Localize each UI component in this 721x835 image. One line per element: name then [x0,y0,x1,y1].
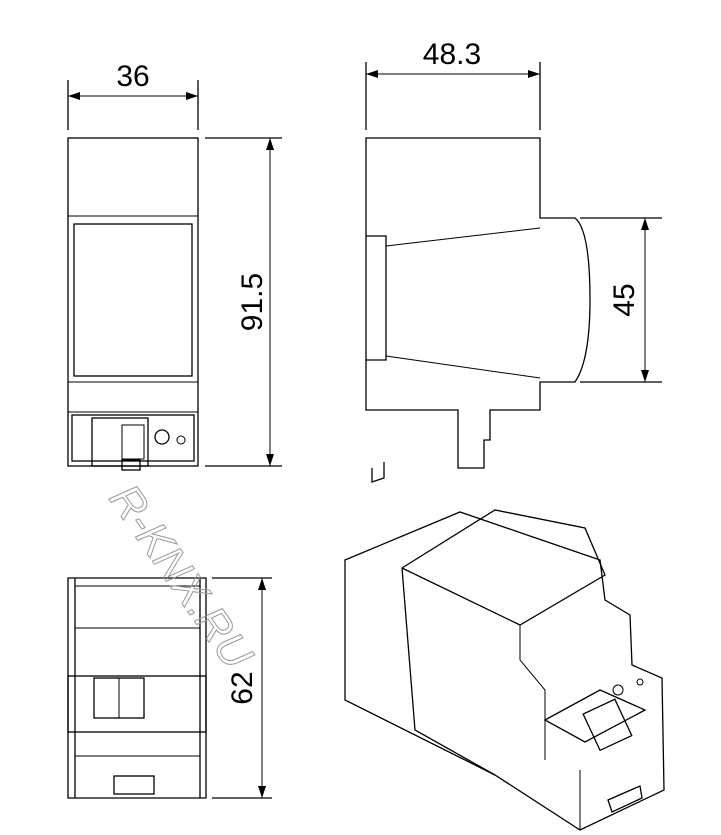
dimension-side-width: 48.3 [423,38,481,71]
watermark: R-KNX.RU [100,476,262,679]
dimension-height: 91.5 [236,273,269,331]
dimension-bottom-depth: 62 [226,671,259,704]
isometric-view [344,509,665,831]
bottom-view: 62 [67,577,272,799]
dimension-front-width: 36 [116,60,149,93]
dimension-rail-height: 45 [608,283,641,316]
front-view: 36 91.5 [67,60,282,471]
side-view: 48.3 45 [365,38,662,483]
